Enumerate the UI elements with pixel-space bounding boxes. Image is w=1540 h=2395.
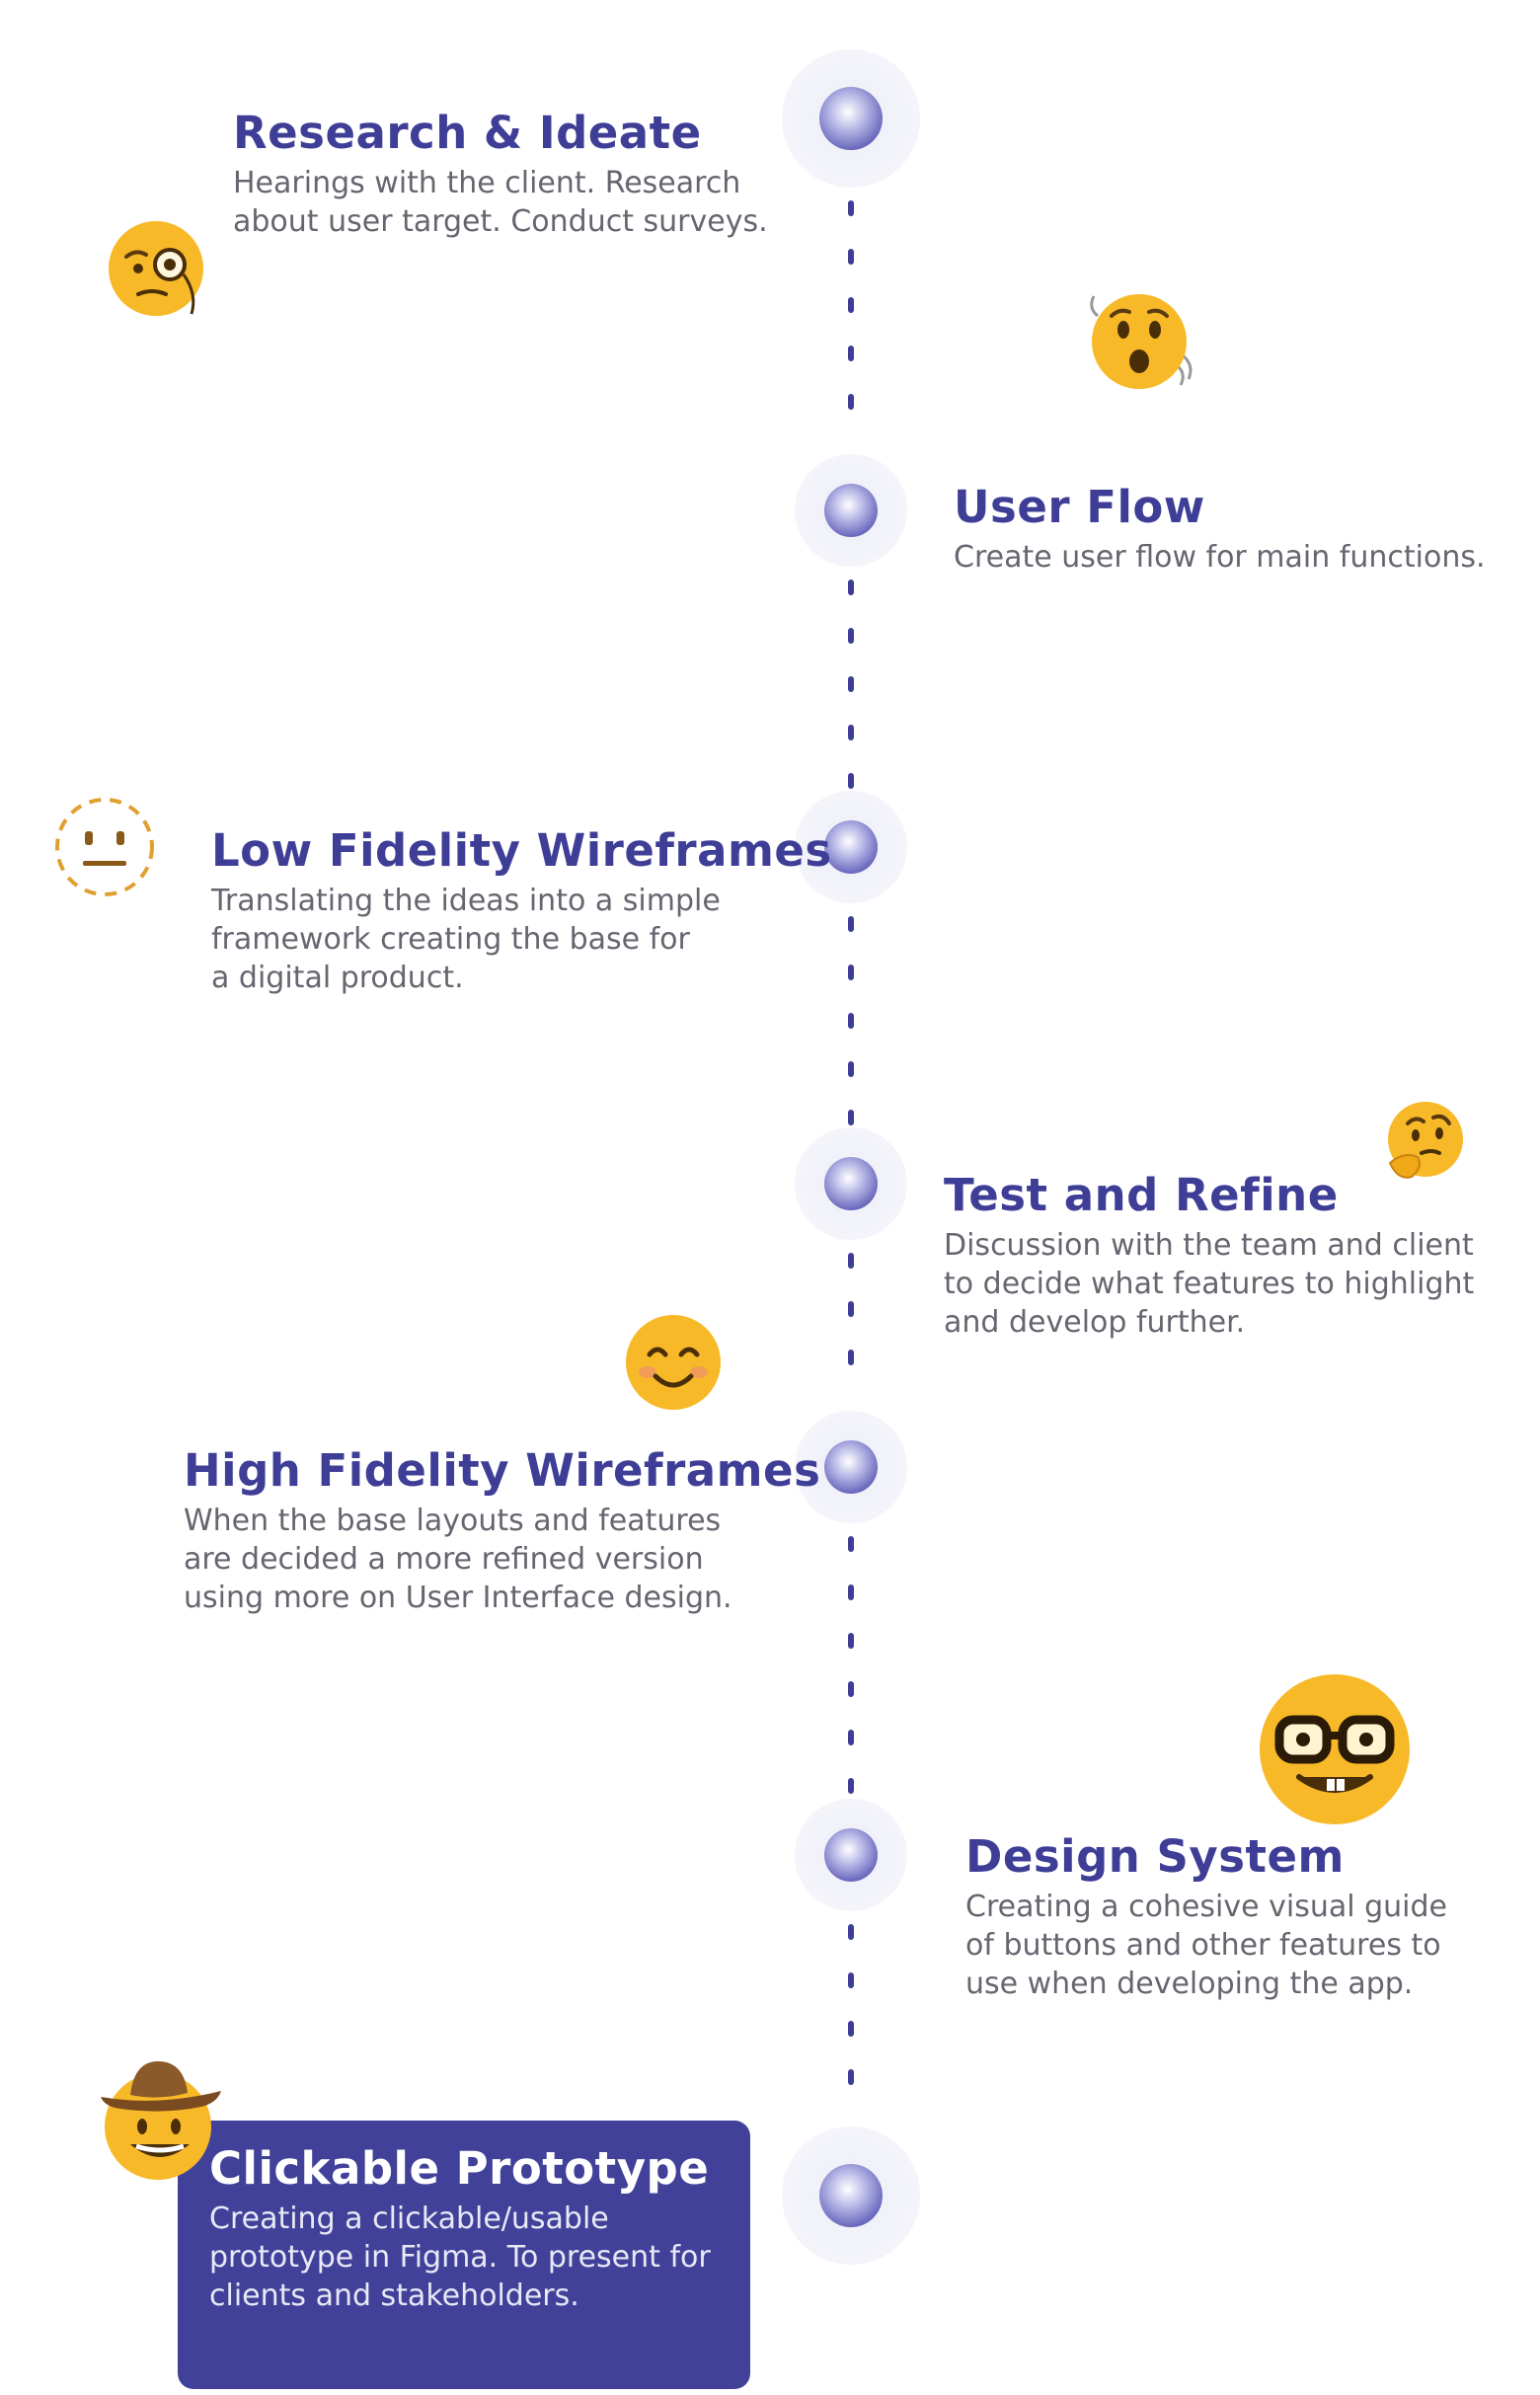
step-description: Discussion with the team and client to d… [944,1228,1475,1340]
step-description: Hearings with the client. Research about… [233,166,768,239]
dotted-neutral-face-icon [55,798,154,896]
timeline-node-5 [795,1411,907,1523]
step-title: High Fidelity Wireframes [184,1444,821,1497]
timeline-node-2 [795,454,907,567]
step-title: User Flow [954,481,1205,533]
step-description: Translating the ideas into a simple fram… [211,884,721,995]
astonished-face-icon [1090,294,1193,389]
step-high-fidelity-wireframes: High Fidelity Wireframes When the base l… [184,1444,820,1617]
step-clickable-prototype: Clickable Prototype Creating a clickable… [209,2142,711,2315]
cowboy-face-icon [101,2061,221,2180]
step-title: Research & Ideate [233,107,702,159]
step-title: Clickable Prototype [209,2142,710,2195]
smiling-face-icon [626,1315,721,1410]
timeline-node-4 [795,1127,907,1240]
timeline-node-6 [795,1799,907,1911]
step-title: Test and Refine [944,1169,1339,1221]
timeline-node-1 [782,49,920,188]
step-test-and-refine: Test and Refine Discussion with the team… [944,1169,1474,1342]
step-research-ideate: Research & Ideate Hearings with the clie… [233,107,768,241]
step-description: Creating a cohesive visual guide of butt… [965,1890,1447,2001]
step-low-fidelity-wireframes: Low Fidelity Wireframes Translating the … [211,824,832,997]
step-clickable-prototype-card: Clickable Prototype Creating a clickable… [178,2121,750,2389]
step-title: Low Fidelity Wireframes [211,824,832,877]
thinking-face-icon [1388,1102,1463,1179]
step-user-flow: User Flow Create user flow for main func… [954,481,1486,577]
nerd-face-icon [1260,1674,1410,1824]
step-title: Design System [965,1830,1345,1883]
step-description: Create user flow for main functions. [954,540,1486,575]
monocle-face-icon [109,221,203,316]
step-description: Creating a clickable/usable prototype in… [209,2202,711,2313]
timeline-node-3 [795,791,907,903]
step-description: When the base layouts and features are d… [184,1504,732,1615]
step-design-system: Design System Creating a cohesive visual… [965,1830,1447,2003]
timeline-node-7 [782,2126,920,2265]
